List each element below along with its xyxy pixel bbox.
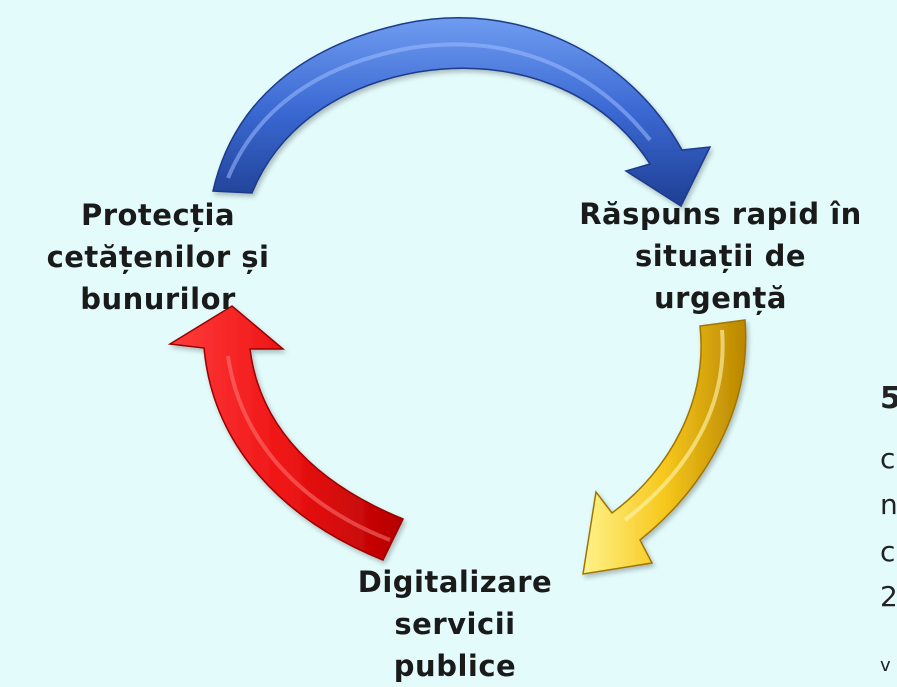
- arrow-response-to-digital: [582, 319, 747, 575]
- node-protection-line-1: Protecția: [80, 198, 236, 232]
- side-footnote: v: [880, 655, 891, 676]
- node-digital-line-1: Digitalizare: [357, 565, 553, 599]
- arrow-digital-to-protection: [167, 305, 405, 561]
- node-protection-line-2: cetățenilor și: [46, 240, 270, 274]
- node-response-line-3: urgență: [654, 281, 787, 315]
- side-text-line: n: [880, 488, 897, 521]
- side-text-line: 2: [880, 580, 897, 613]
- arrow-protection-to-response: [212, 17, 712, 208]
- side-heading: 5: [880, 381, 897, 416]
- node-protection-line-3: bunurilor: [80, 282, 236, 316]
- node-digital-line-2: servicii: [394, 607, 516, 641]
- node-digital-line-3: publice: [393, 649, 517, 683]
- node-protection-label: Protecția cetățenilor și bunurilor: [8, 194, 308, 320]
- side-text-line: c: [880, 442, 896, 475]
- node-response-label: Răspuns rapid în situații de urgență: [528, 193, 897, 319]
- node-digital-label: Digitalizare servicii publice: [305, 561, 605, 687]
- node-response-line-2: situații de: [634, 239, 807, 273]
- node-response-line-1: Răspuns rapid în: [579, 197, 862, 231]
- side-text-line: c: [880, 535, 896, 568]
